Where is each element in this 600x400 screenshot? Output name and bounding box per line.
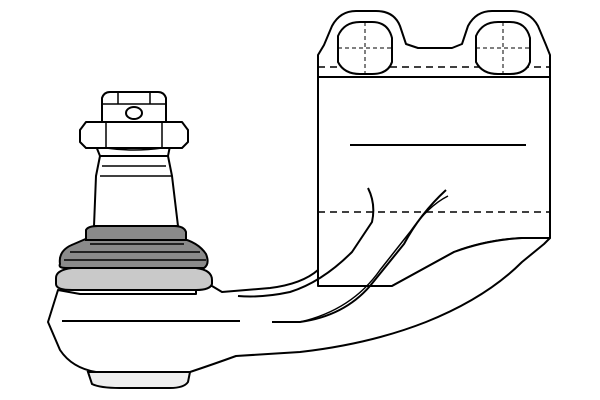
clamp-bolt-left (337, 21, 393, 75)
arm-inner-curve-upper (237, 187, 375, 298)
castle-nut (79, 91, 189, 151)
boot-body (58, 237, 209, 269)
ball-joint-base (86, 371, 192, 389)
boot-collar (85, 225, 187, 241)
hex-nut (79, 121, 189, 149)
arm-inner-curve-lower (272, 189, 447, 323)
ball-stud (93, 145, 179, 227)
clamp-bolt-right (475, 21, 531, 75)
boot-lower-ring (55, 267, 213, 291)
cotter-pin-hole (125, 106, 143, 120)
arm-inner-curve-lower-2 (299, 195, 449, 323)
rubber-boot (55, 225, 213, 291)
base-foot (86, 371, 192, 389)
